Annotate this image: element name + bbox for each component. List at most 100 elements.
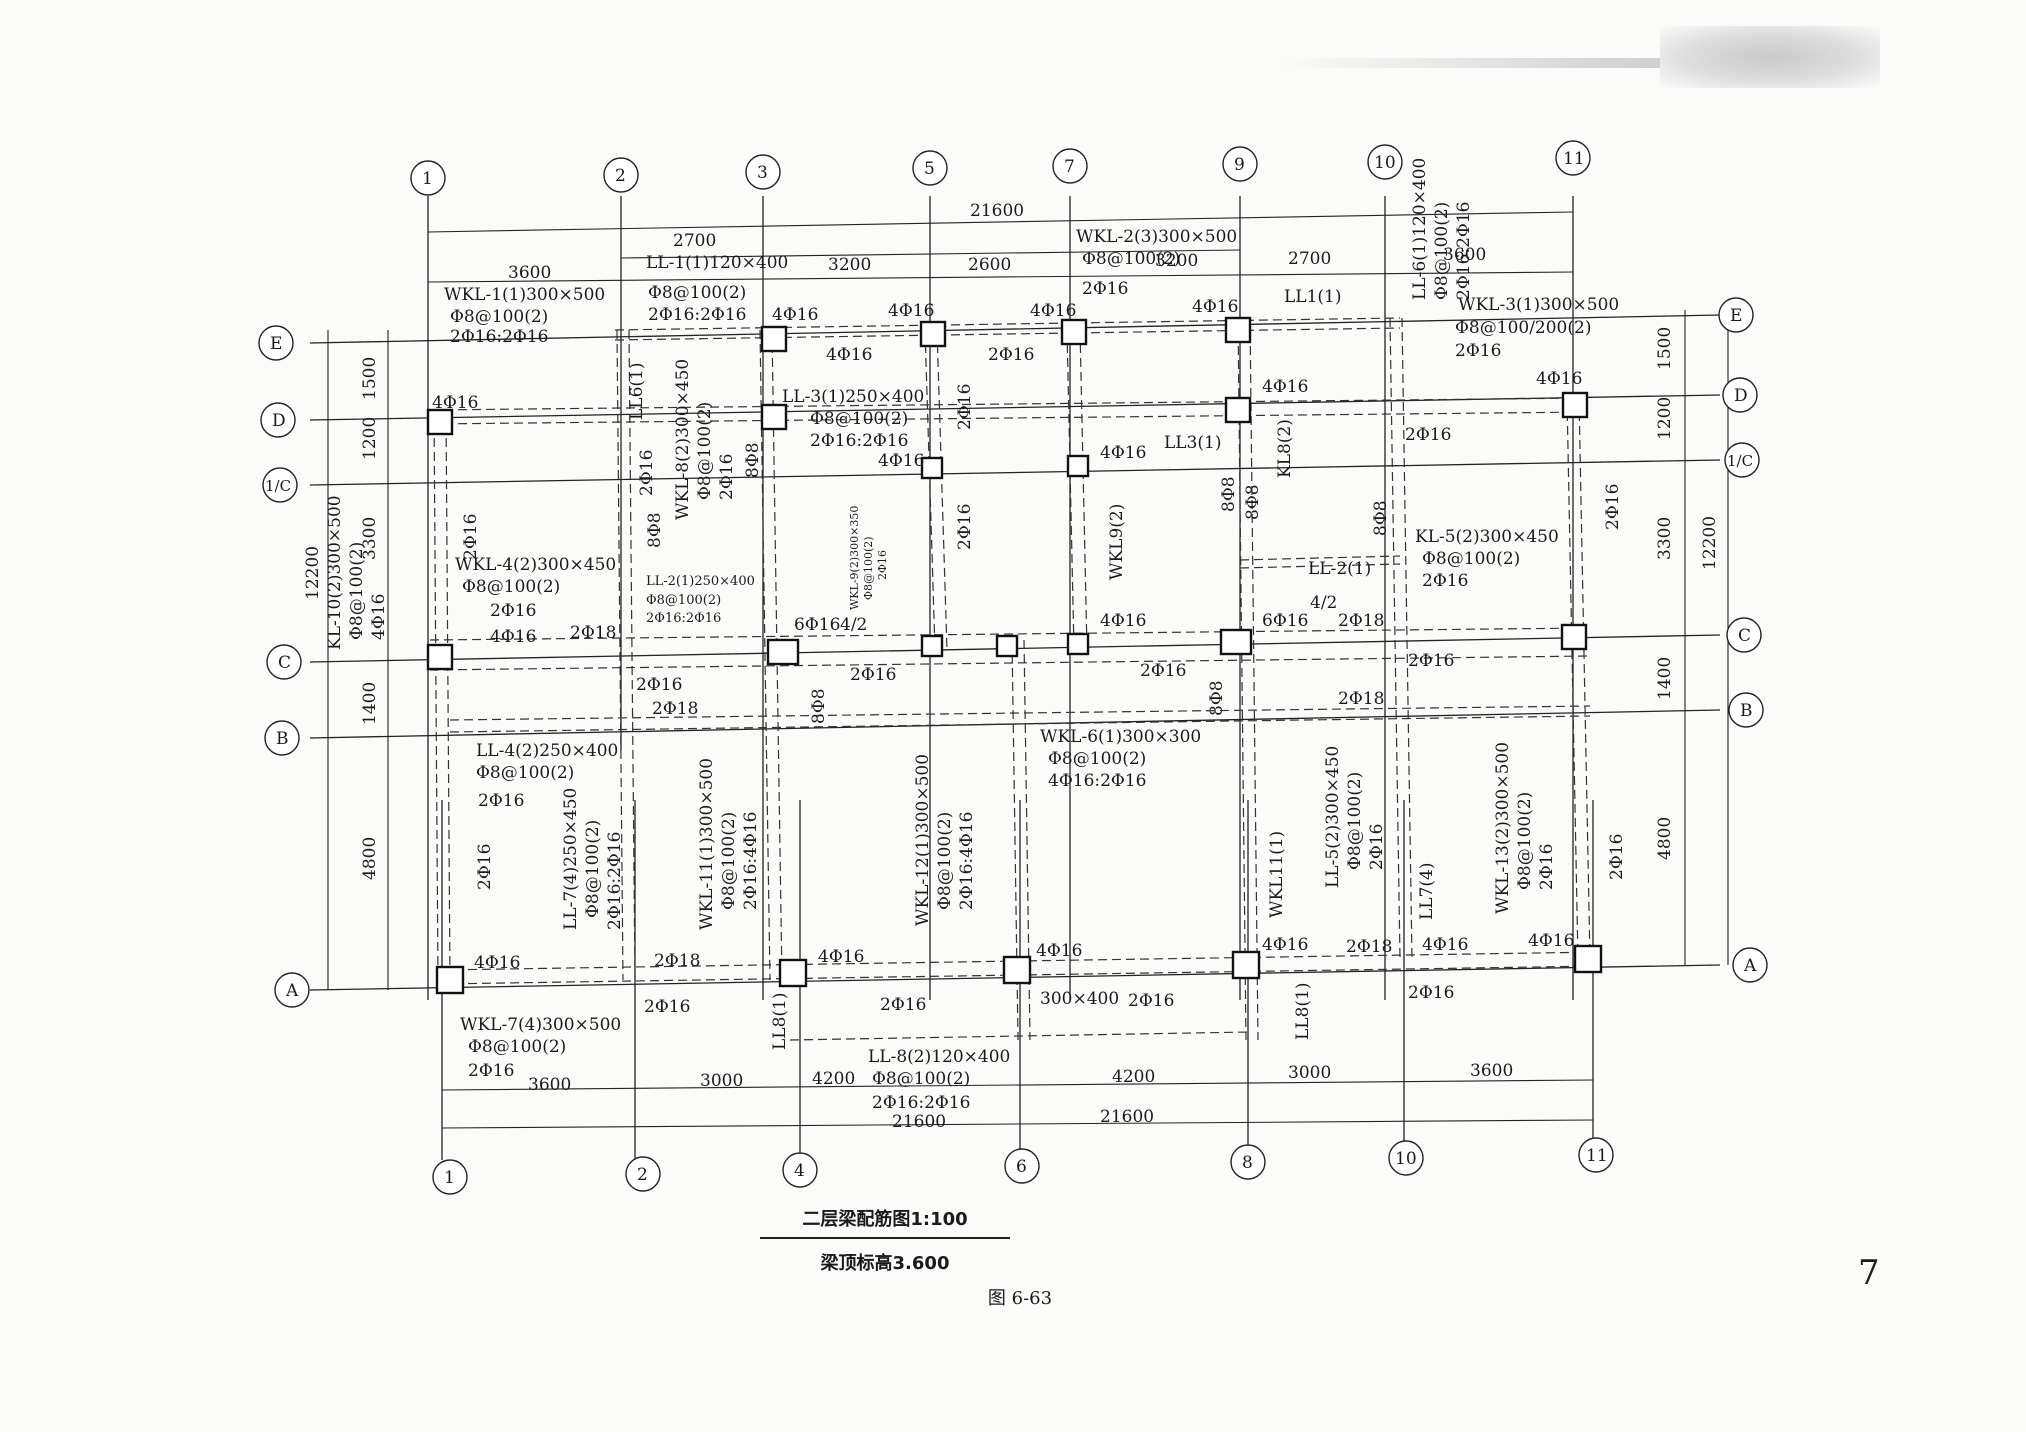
beam-label: 2Φ16 bbox=[478, 791, 524, 811]
beam-label: LL8(1) bbox=[770, 993, 790, 1050]
dim-bottom-seg: 4200 bbox=[812, 1069, 855, 1089]
rebar-note: 4Φ16 bbox=[1262, 377, 1308, 397]
dim-bottom-seg: 3000 bbox=[1288, 1063, 1331, 1083]
dim-top-total: 21600 bbox=[970, 201, 1024, 221]
column bbox=[778, 958, 808, 988]
dim-left-seg: 1500 bbox=[360, 357, 380, 400]
beam-label: Φ8@100(2) bbox=[810, 409, 908, 429]
dim-right-seg: 3300 bbox=[1655, 517, 1675, 560]
rebar-note: 2Φ18 bbox=[1338, 611, 1384, 631]
axis-bubble-top: 11 bbox=[1563, 149, 1585, 169]
dim-top-row2: 2700 bbox=[673, 231, 716, 251]
axis-bubble-left: A bbox=[285, 981, 299, 1001]
rebar-note: 4Φ16 bbox=[888, 301, 934, 321]
column bbox=[426, 643, 454, 671]
beam-label: LL-7(4)250×450 bbox=[561, 788, 581, 930]
rebar-note: 8Φ8 bbox=[1219, 476, 1239, 512]
rebar-note: 8Φ8 bbox=[1207, 680, 1227, 716]
dim-bottom-seg: 4200 bbox=[1112, 1067, 1155, 1087]
rebar-note: 2Φ18 bbox=[570, 623, 616, 643]
dim-right-seg: 4800 bbox=[1655, 817, 1675, 860]
beam-label: Φ8@100(2) bbox=[695, 402, 715, 500]
rebar-note: 4Φ16 bbox=[432, 393, 478, 413]
beam-label: LL1(1) bbox=[1284, 287, 1341, 307]
figure-title: 二层梁配筋图1:100 bbox=[760, 1205, 1010, 1239]
axis-bubble-right: B bbox=[1740, 701, 1753, 721]
beam-label: LL-1(1)120×400 bbox=[646, 253, 788, 273]
axis-bubbles: 1 2 3 5 7 9 10 11 1 2 4 6 8 10 11 E D 1/… bbox=[258, 140, 1768, 1195]
rebar-note: 8Φ8 bbox=[645, 512, 665, 548]
axis-bubble-left: D bbox=[272, 411, 286, 431]
axis-bubble-top: 2 bbox=[615, 166, 626, 186]
rebar-note: 2Φ16 bbox=[1607, 834, 1627, 880]
beam-label: WKL-1(1)300×500 bbox=[444, 285, 605, 305]
beam-label: LL3(1) bbox=[1164, 433, 1221, 453]
rebar-note: 2Φ16 bbox=[644, 997, 690, 1017]
axis-bubble-bottom: 6 bbox=[1016, 1157, 1027, 1177]
rebar-note: 8Φ8 bbox=[1243, 484, 1263, 520]
rebar-note: 4Φ16 bbox=[1422, 935, 1468, 955]
beam-label: 4Φ16 bbox=[369, 594, 389, 640]
axis-bubble-left: E bbox=[270, 334, 282, 354]
column bbox=[1002, 955, 1032, 985]
beam-label: LL-8(2)120×400 bbox=[868, 1047, 1010, 1067]
rebar-note: 2Φ16 bbox=[1408, 983, 1454, 1003]
rebar-note: 6Φ16 bbox=[1262, 611, 1308, 631]
dim-right-seg: 1500 bbox=[1655, 327, 1675, 370]
rebar-note: 8Φ8 bbox=[1371, 500, 1391, 536]
axis-bubble-bottom: 8 bbox=[1242, 1153, 1253, 1173]
rebar-note: 2Φ16 bbox=[461, 514, 481, 560]
beam-label: Φ8@100/200(2) bbox=[1455, 318, 1591, 338]
rebar-note: 2Φ16 bbox=[955, 504, 975, 550]
rebar-note: 4Φ16 bbox=[1262, 935, 1308, 955]
beam-label: 2Φ16:2Φ16 bbox=[450, 327, 549, 347]
beam-label: 2Φ16 bbox=[1455, 341, 1501, 361]
column bbox=[920, 456, 944, 480]
column bbox=[1224, 396, 1252, 424]
dim-top-row3: 3200 bbox=[828, 255, 871, 275]
dim-left-total: 12200 bbox=[303, 546, 323, 600]
column bbox=[919, 320, 947, 348]
dim-left-seg: 3300 bbox=[360, 517, 380, 560]
rebar-note: 4Φ16 bbox=[1528, 931, 1574, 951]
beams bbox=[429, 317, 1601, 1041]
beam-label: Φ8@100(2) bbox=[583, 820, 603, 918]
beam-label: LL-2(1) bbox=[1308, 559, 1371, 579]
beam-label: LL-3(1)250×400 bbox=[782, 387, 924, 407]
rebar-note: 2Φ16 bbox=[1408, 651, 1454, 671]
beam-label: LL-5(2)300×450 bbox=[1323, 746, 1343, 888]
dim-left-seg: 4800 bbox=[360, 837, 380, 880]
beam-label: WKL-4(2)300×450 bbox=[455, 555, 616, 575]
column bbox=[1219, 628, 1253, 656]
dim-bottom-total: 21600 bbox=[1100, 1107, 1154, 1127]
column bbox=[435, 965, 465, 995]
axis-bubble-bottom: 4 bbox=[794, 1161, 805, 1181]
rebar-note: 2Φ16 bbox=[1603, 484, 1623, 530]
beam-label: 2Φ16 bbox=[1082, 279, 1128, 299]
rebar-note: 2Φ16 bbox=[880, 995, 926, 1015]
dim-bottom-seg: 3600 bbox=[1470, 1061, 1513, 1081]
beam-label: 2Φ16:4Φ16 bbox=[741, 812, 761, 911]
rebar-note: 4Φ16 bbox=[772, 305, 818, 325]
column bbox=[1231, 950, 1261, 980]
beam-label: 2Φ16:2Φ16 bbox=[646, 611, 721, 626]
rebar-note: 6Φ16 bbox=[794, 615, 840, 635]
beam-label: Φ8@100(2) bbox=[347, 542, 367, 640]
columns bbox=[426, 316, 1603, 995]
axis-bubble-top: 3 bbox=[757, 163, 768, 183]
column bbox=[1560, 623, 1588, 651]
beam-label: 2Φ16 bbox=[717, 454, 737, 500]
beam-label: 2Φ16 bbox=[468, 1061, 514, 1081]
rebar-note: 8Φ8 bbox=[743, 442, 763, 478]
rebar-note: 4Φ16 bbox=[1192, 297, 1238, 317]
column bbox=[1573, 944, 1603, 974]
beam-label: 2Φ16:2Φ16 bbox=[648, 305, 747, 325]
axis-bubble-right: E bbox=[1730, 306, 1742, 326]
column bbox=[426, 408, 454, 436]
rebar-note: 4Φ16 bbox=[1100, 611, 1146, 631]
beam-label: WKL-6(1)300×300 bbox=[1040, 727, 1201, 747]
rebar-note: 2Φ16 bbox=[850, 665, 896, 685]
column bbox=[1224, 316, 1252, 344]
beam-label: Φ8@100(2) bbox=[468, 1037, 566, 1057]
dim-top-row3: 3600 bbox=[1443, 245, 1486, 265]
